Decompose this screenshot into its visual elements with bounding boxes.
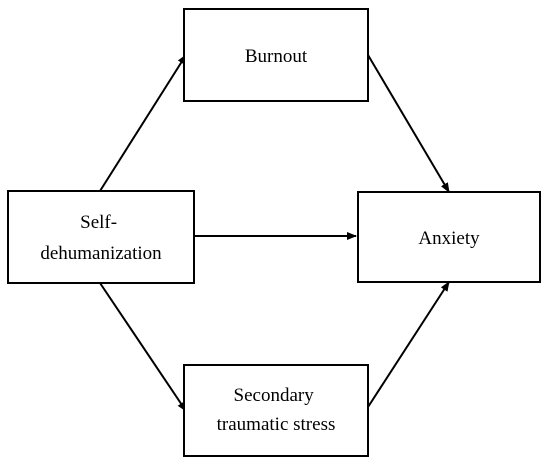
node-anxiety-box: [357, 191, 541, 283]
node-secondary-traumatic-stress-box: [183, 364, 369, 457]
node-secondary-traumatic-stress-label-line-2: traumatic stress: [217, 414, 336, 435]
arrow-self-dehumanization-to-burnout: [99, 54, 187, 192]
svg-text:Secondary traumatic stre: Secondary traumatic stress: [217, 385, 336, 435]
arrow-secondary-traumatic-stress-to-anxiety: [367, 281, 450, 408]
node-anxiety-label: Anxiety: [418, 228, 480, 249]
node-burnout-label: Burnout: [245, 46, 308, 67]
node-burnout-box: [183, 8, 369, 102]
svg-text:Self- dehumanization: Self- dehumanization: [40, 212, 162, 264]
node-anxiety: Anxiety: [357, 191, 541, 283]
arrow-self-dehumanization-to-secondary-traumatic-stress: [99, 282, 187, 412]
node-self-dehumanization: Self- dehumanization: [7, 190, 195, 284]
node-self-dehumanization-label-line-2: dehumanization: [40, 243, 162, 264]
arrow-burnout-to-anxiety: [367, 54, 450, 193]
svg-text:Anxiety: Anxiety: [418, 228, 480, 249]
node-burnout: Burnout: [183, 8, 369, 102]
node-self-dehumanization-box: [7, 190, 195, 284]
node-secondary-traumatic-stress: Secondary traumatic stress: [183, 364, 369, 457]
svg-text:Burnout: Burnout: [245, 46, 308, 67]
node-secondary-traumatic-stress-label-line-1: Secondary: [234, 385, 315, 406]
node-self-dehumanization-label-line-1: Self-: [80, 212, 117, 233]
